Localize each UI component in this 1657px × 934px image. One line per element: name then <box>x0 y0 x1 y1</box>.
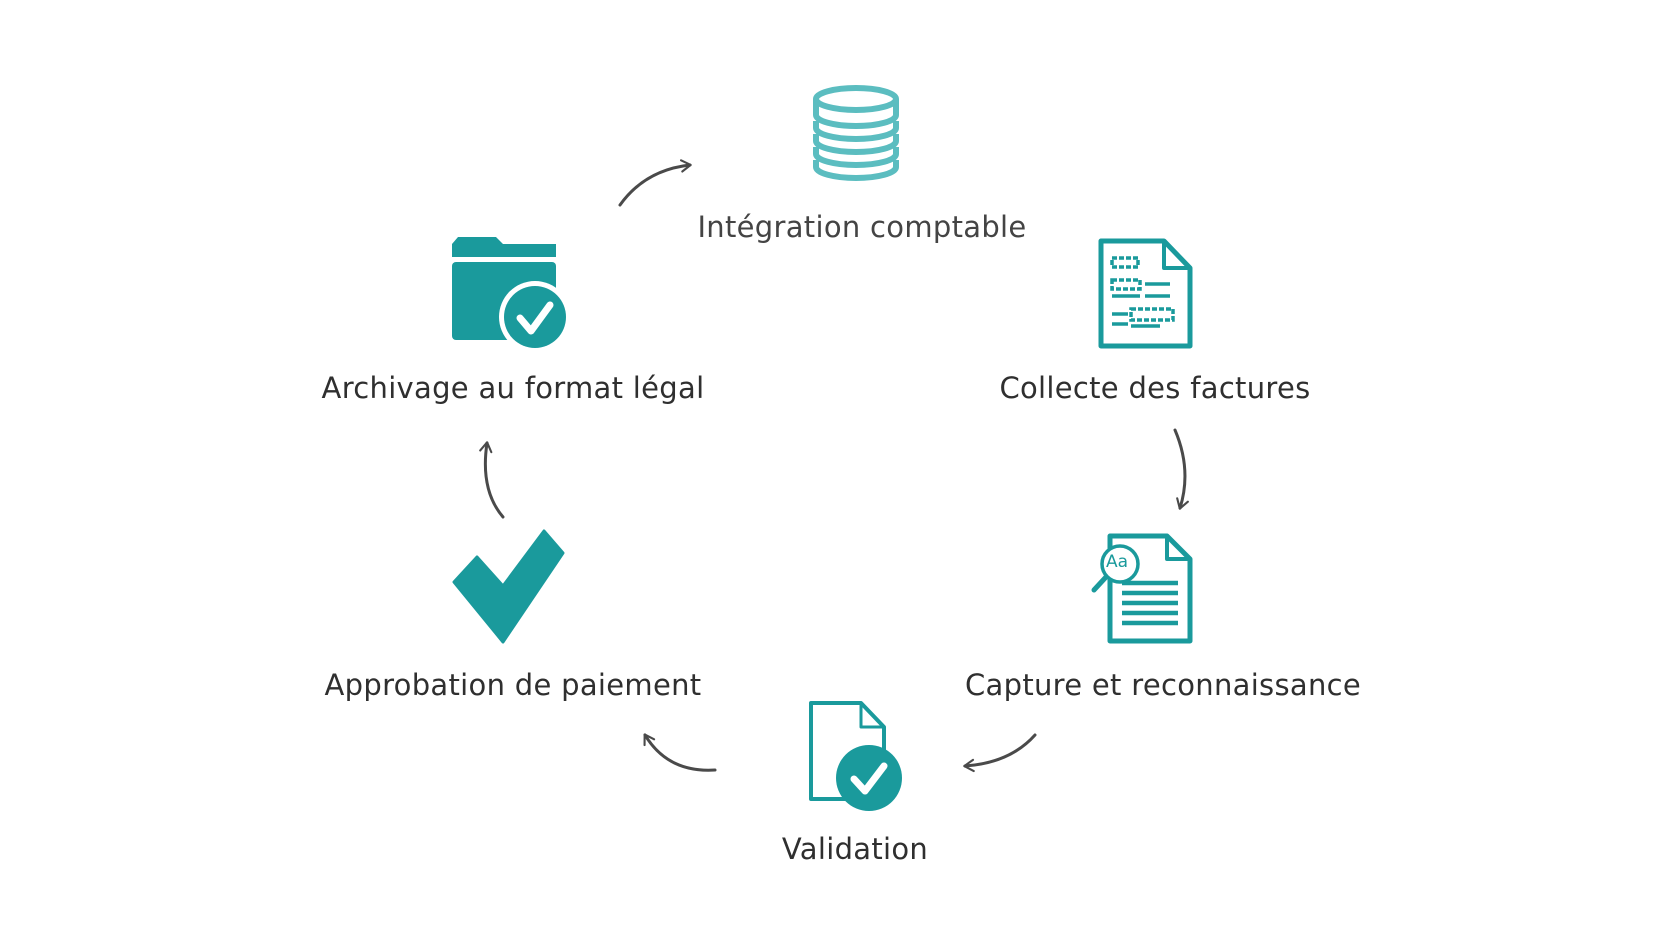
invoice-scan-document-icon <box>1098 238 1193 349</box>
step-label-collecte: Collecte des factures <box>999 371 1311 405</box>
arrow-archivage-to-integration <box>618 159 692 207</box>
document-check-icon <box>809 701 902 811</box>
arrow-validation-to-approbation <box>643 733 717 772</box>
folder-check-icon <box>452 237 571 353</box>
step-label-archivage: Archivage au format légal <box>321 371 705 405</box>
checkmark-icon <box>452 529 565 644</box>
cycle-arrows <box>479 159 1189 773</box>
arrow-approbation-to-archivage <box>479 441 505 519</box>
ocr-badge-text: Aa <box>1106 552 1129 572</box>
arrow-collecte-to-capture <box>1173 428 1189 510</box>
database-icon <box>813 85 899 181</box>
step-label-capture: Capture et reconnaissance <box>964 668 1362 702</box>
arrow-capture-to-validation <box>963 733 1037 773</box>
step-label-integration: Intégration comptable <box>697 210 1027 244</box>
step-label-validation: Validation <box>781 832 929 866</box>
step-label-approbation: Approbation de paiement <box>324 668 702 702</box>
ocr-document-icon <box>1091 533 1193 644</box>
